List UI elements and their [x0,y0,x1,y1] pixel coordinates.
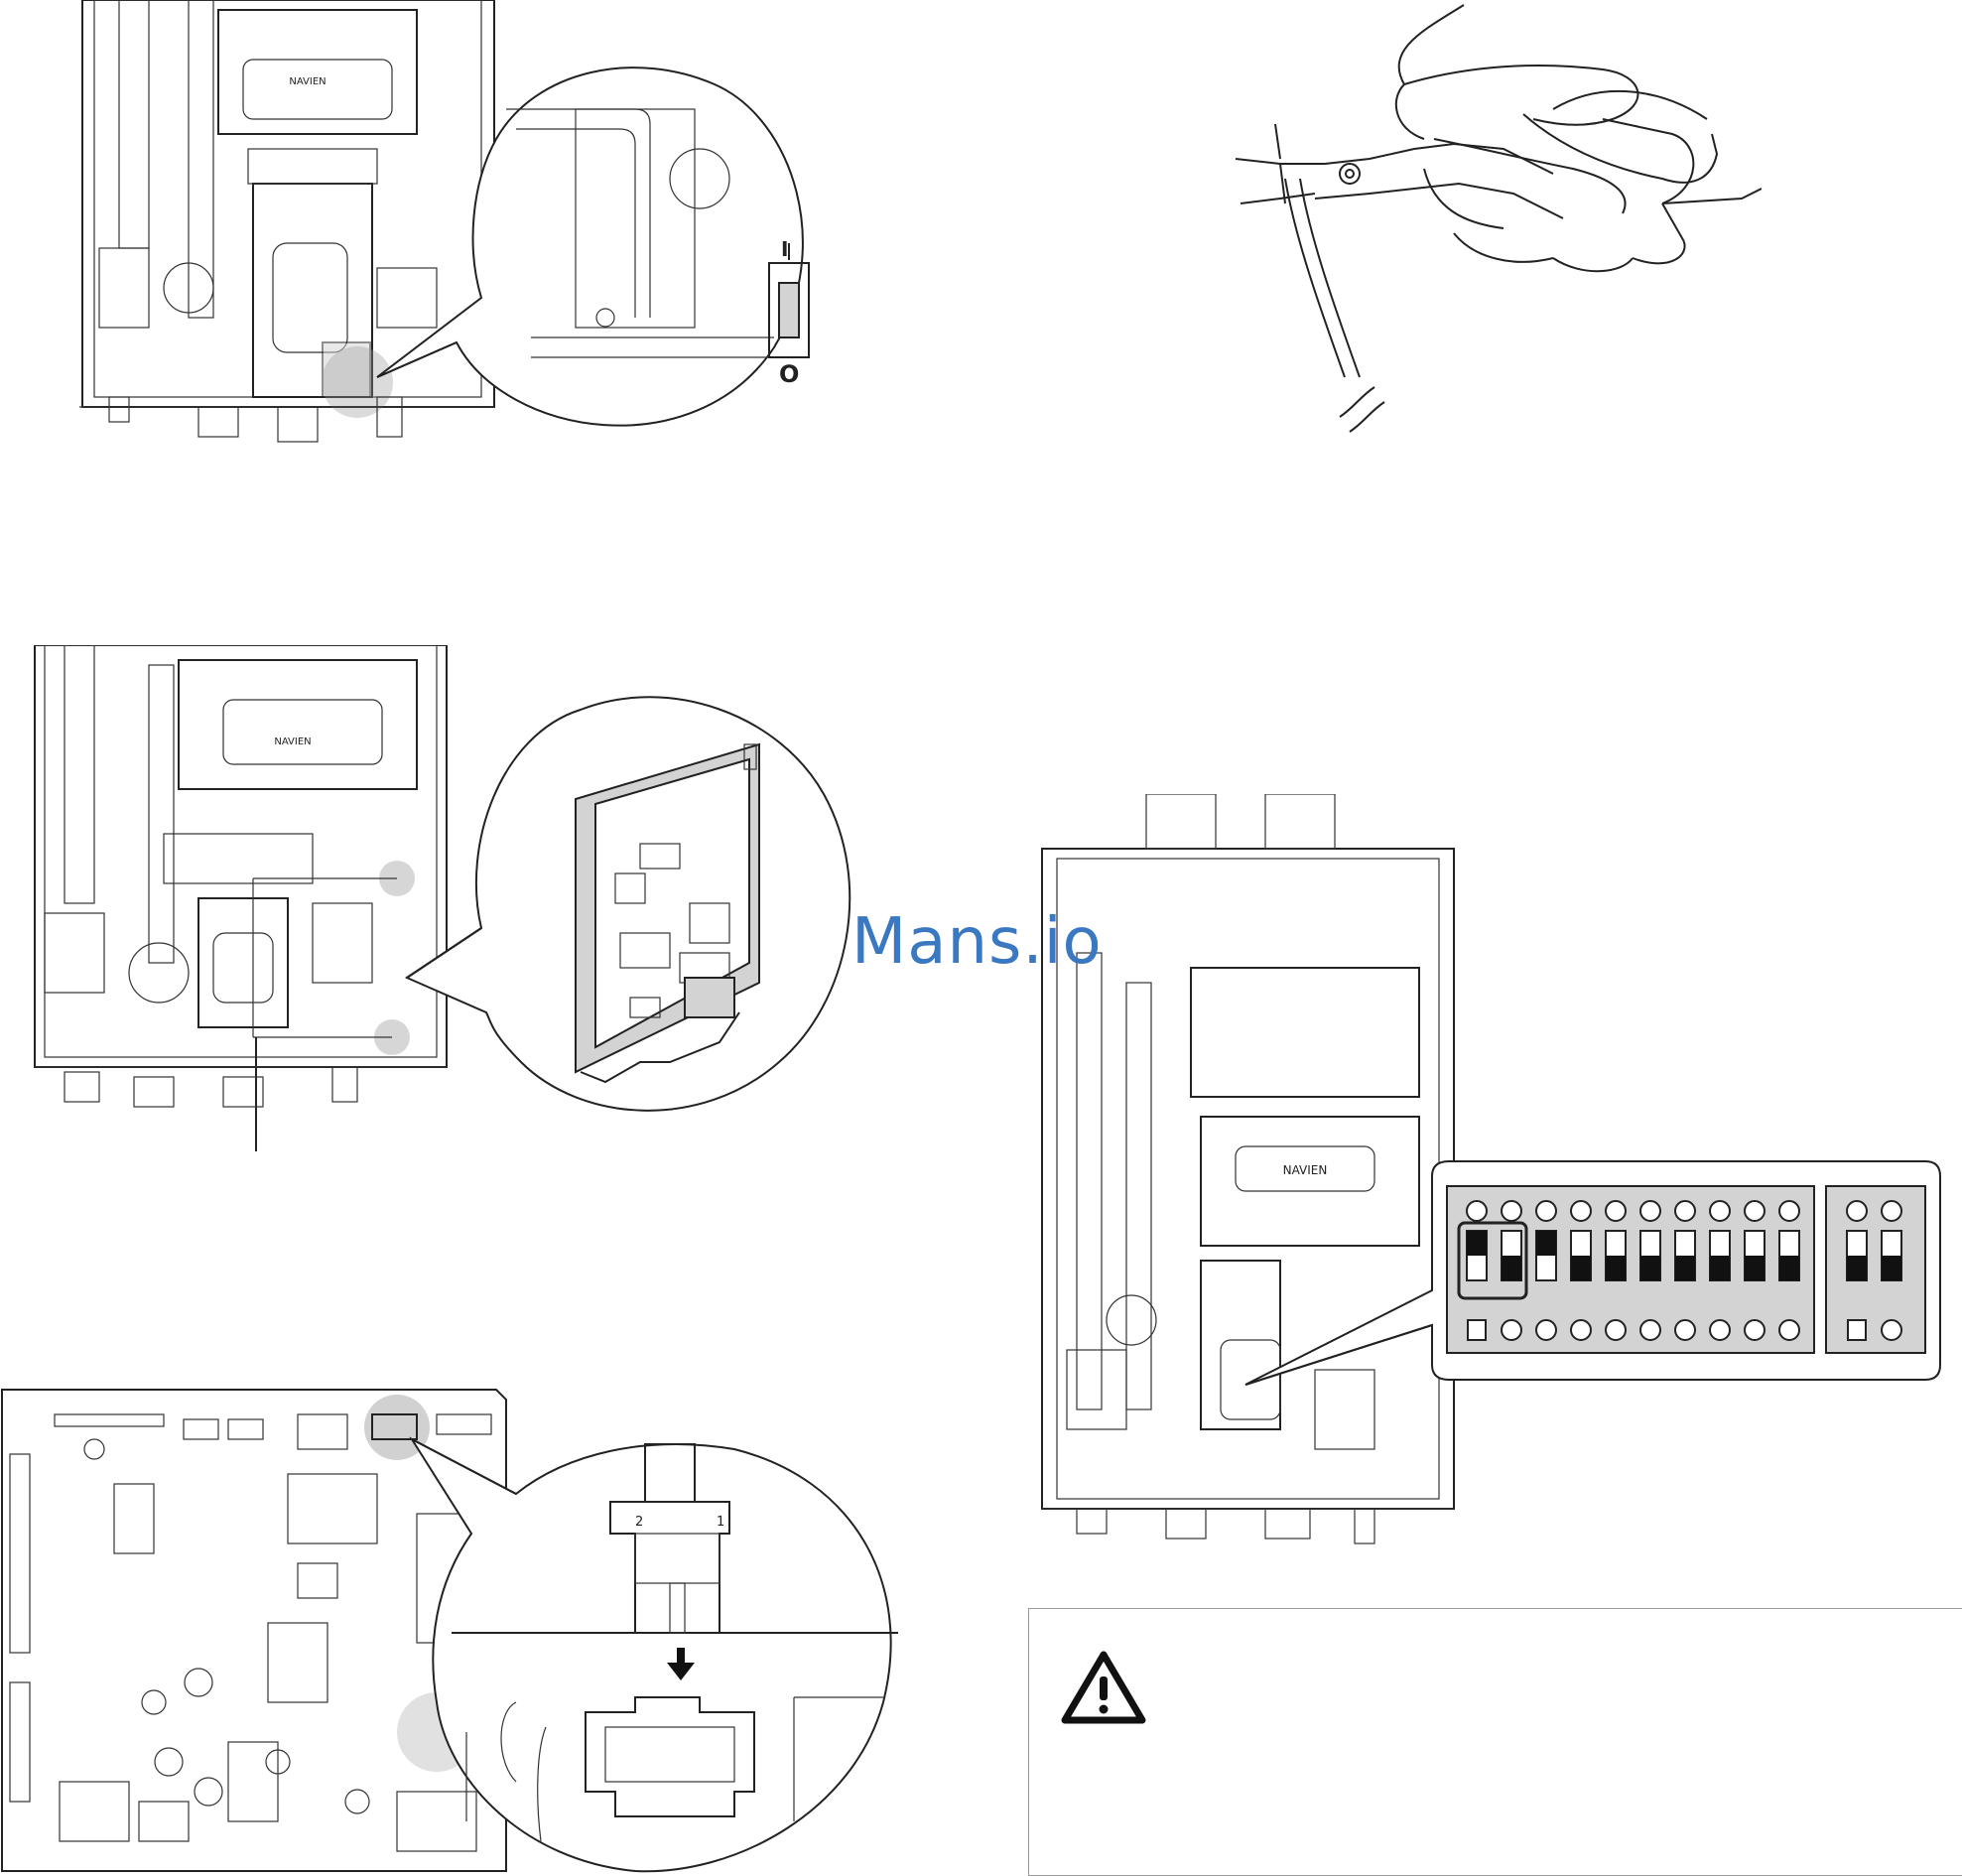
switch-label-off: O [779,360,799,388]
svg-text:NAVIEN: NAVIEN [274,737,311,747]
selected-dip-switch-highlight [1457,1221,1528,1300]
connector-pin-right: 1 [717,1515,724,1530]
dip-switch[interactable] [1639,1200,1661,1341]
caution-box [1028,1608,1962,1876]
connector-pin-left: 2 [635,1515,643,1530]
dip-switch[interactable] [1744,1200,1766,1341]
svg-text:NAVIEN: NAVIEN [1283,1163,1328,1177]
dip-switch-bank-b[interactable] [1846,1200,1902,1341]
wire-stripper-icon [1235,4,1762,433]
dip-switch[interactable] [1570,1200,1592,1341]
switch-label-on: I [781,237,788,261]
heat-exchanger-logo: NAVIEN [289,76,326,87]
dip-switch[interactable] [1501,1200,1522,1341]
dip-switch[interactable] [1466,1200,1488,1341]
dip-switch[interactable] [1605,1200,1627,1341]
wire-stripper-figure [1226,0,1762,447]
dip-switch[interactable] [1709,1200,1731,1341]
dip-switch[interactable] [1846,1200,1868,1341]
dip-switch[interactable] [1881,1200,1902,1341]
watermark: Mans.io [851,905,1103,979]
dip-switch[interactable] [1674,1200,1696,1341]
power-switch-figure: NAVIEN I O [79,0,814,447]
dip-switch-figure: NAVIEN [1037,794,1950,1548]
connector-figure: 2 1 [0,1385,898,1876]
dip-switch[interactable] [1535,1200,1557,1341]
arrow-down-icon [667,1648,695,1680]
dip-switch[interactable] [1778,1200,1800,1341]
warning-triangle-icon [1061,1651,1146,1724]
dip-switch-bank-a[interactable] [1466,1200,1800,1341]
pcb-removal-figure: NAVIEN [25,645,873,1161]
